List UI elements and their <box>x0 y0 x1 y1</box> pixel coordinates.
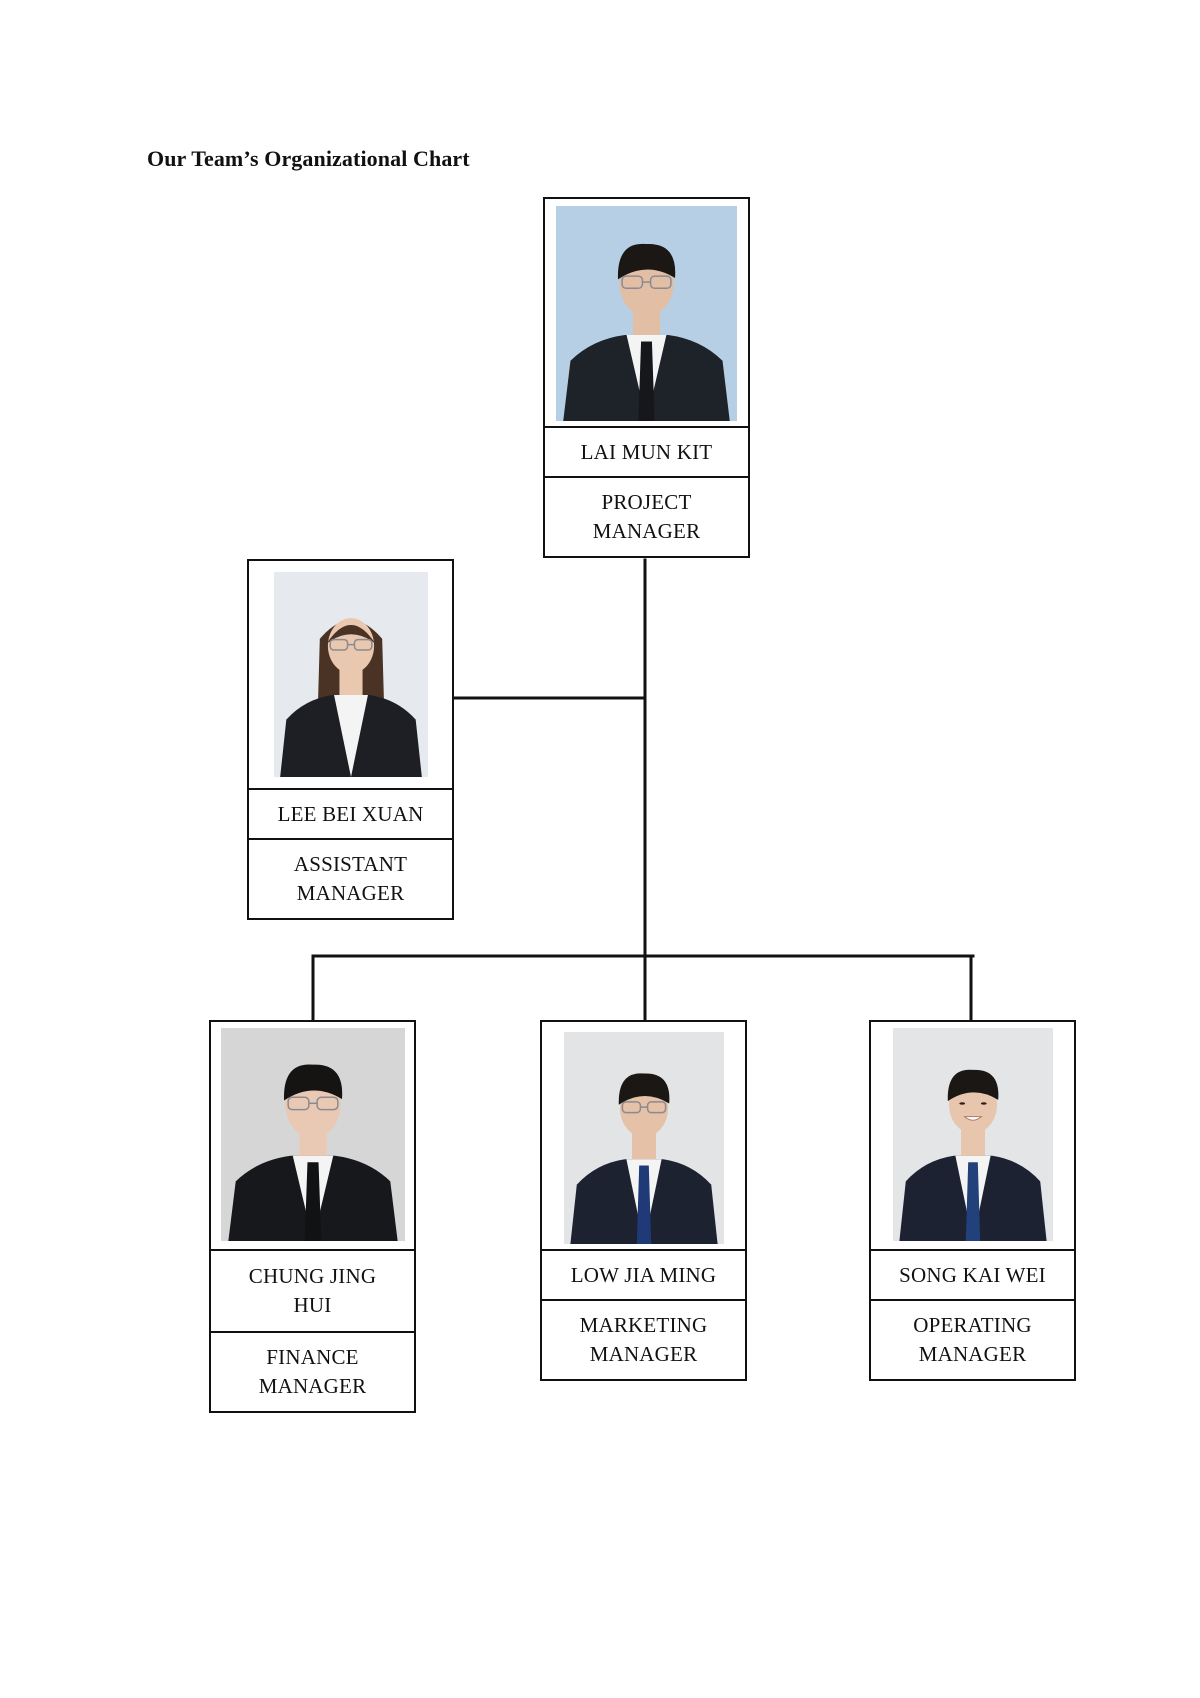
hair-fringe <box>326 625 375 644</box>
member-name: SONG KAI WEI <box>871 1251 1074 1301</box>
member-role: MARKETING MANAGER <box>579 1313 708 1366</box>
glasses-right-lens <box>315 1096 339 1111</box>
page-title: Our Team’s Organizational Chart <box>147 146 470 171</box>
right-eye <box>980 1102 987 1105</box>
necktie <box>965 1162 980 1241</box>
photo-frame <box>211 1022 414 1251</box>
portrait-svg <box>220 1028 405 1241</box>
portrait-photo <box>556 206 737 421</box>
member-card-marketing-manager: LOW JIA MING MARKETING MANAGER <box>540 1020 747 1381</box>
member-name: LEE BEI XUAN <box>249 790 452 840</box>
portrait-svg <box>892 1028 1053 1241</box>
photo-frame <box>249 561 452 790</box>
hair <box>618 1073 669 1105</box>
member-role: ASSISTANT MANAGER <box>293 852 408 905</box>
portrait-photo <box>563 1032 724 1244</box>
portrait-photo <box>892 1028 1053 1241</box>
hair <box>283 1064 342 1101</box>
member-card-operating-manager: SONG KAI WEI OPERATING MANAGER <box>869 1020 1076 1381</box>
member-name: LOW JIA MING <box>542 1251 745 1301</box>
member-role: FINANCE MANAGER <box>258 1345 367 1398</box>
photo-frame <box>542 1022 745 1251</box>
portrait-svg <box>556 206 737 421</box>
portrait-svg <box>273 572 428 777</box>
hair <box>947 1069 998 1102</box>
portrait-photo <box>220 1028 405 1241</box>
portrait-photo <box>273 572 428 777</box>
member-card-assistant-manager: LEE BEI XUAN ASSISTANT MANAGER <box>247 559 454 920</box>
shirt-collar <box>333 695 368 777</box>
member-role: OPERATING MANAGER <box>913 1313 1032 1366</box>
necktie <box>636 1165 651 1244</box>
left-eye <box>958 1102 965 1105</box>
smile <box>962 1116 983 1121</box>
member-card-finance-manager: CHUNG JING HUI FINANCE MANAGER <box>209 1020 416 1413</box>
necktie <box>304 1162 321 1241</box>
photo-frame <box>871 1022 1074 1251</box>
glasses-left-lens <box>621 275 644 290</box>
member-card-project-manager: LAI MUN KIT PROJECT MANAGER <box>543 197 750 558</box>
member-name: LAI MUN KIT <box>545 428 748 478</box>
member-role: PROJECT MANAGER <box>592 490 701 543</box>
hair <box>617 243 676 280</box>
photo-frame <box>545 199 748 428</box>
member-name: CHUNG JING HUI <box>211 1251 414 1333</box>
glasses-right-lens <box>649 275 672 290</box>
portrait-svg <box>563 1032 724 1244</box>
necktie <box>638 341 655 421</box>
